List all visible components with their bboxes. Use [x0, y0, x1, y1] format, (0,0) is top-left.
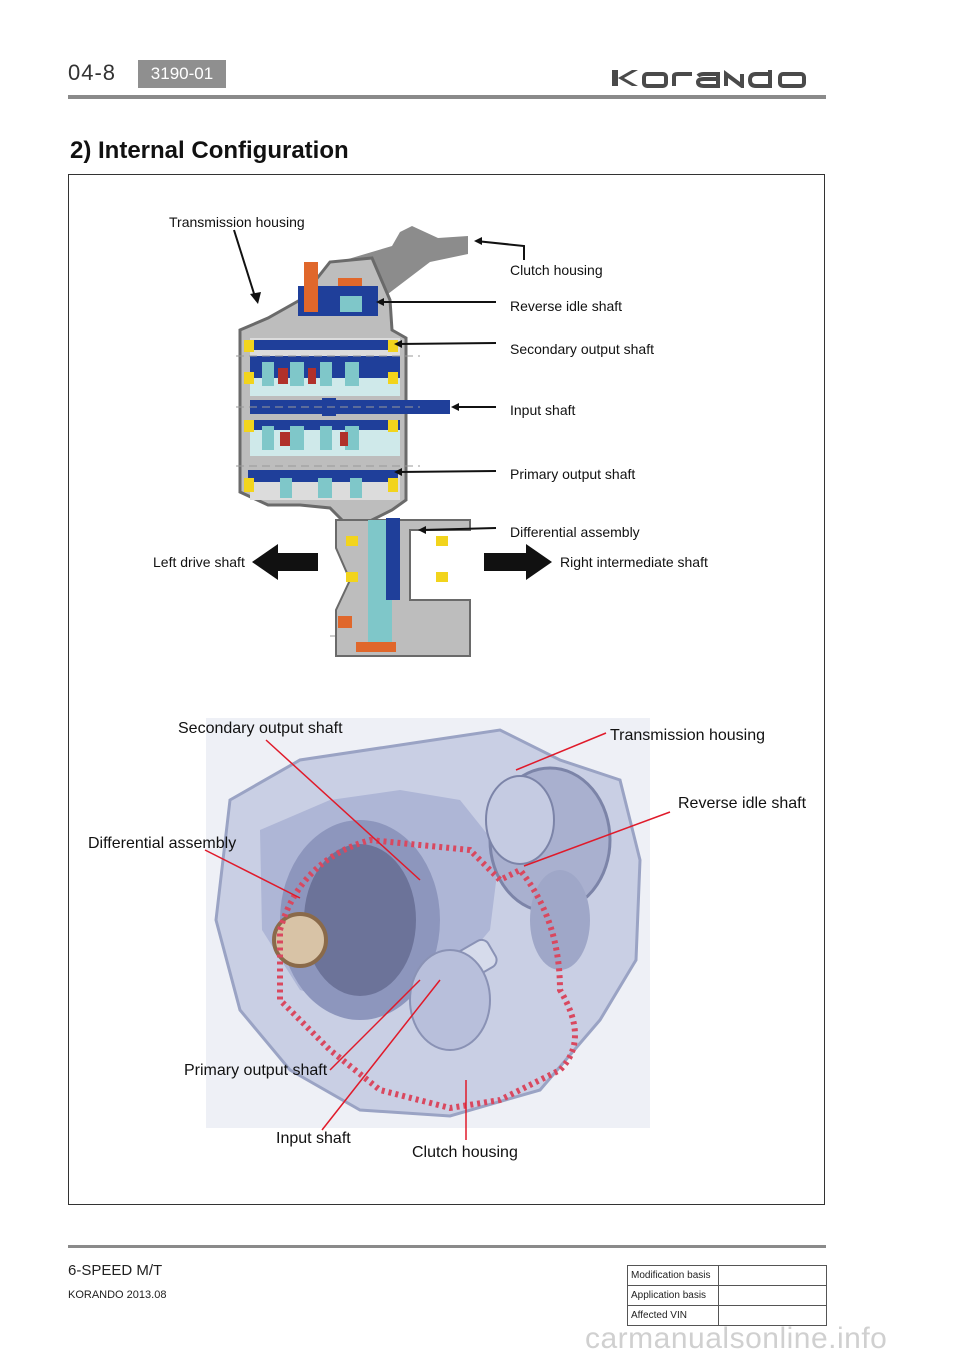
label-transmission-housing: Transmission housing: [169, 214, 305, 230]
table-cell-label: Affected VIN: [627, 1305, 719, 1326]
brand-logo: [612, 68, 826, 93]
label-3d-reverse-idle-shaft: Reverse idle shaft: [678, 795, 807, 812]
page-number: 04-8: [68, 60, 117, 85]
section-title: 2) Internal Configuration: [70, 137, 349, 164]
header-rule: [68, 95, 826, 99]
table-cell-label: Application basis: [627, 1285, 719, 1306]
label-input-shaft: Input shaft: [510, 402, 576, 418]
table-cell-value: [718, 1305, 827, 1326]
label-3d-clutch-housing: Clutch housing: [412, 1144, 518, 1161]
label-differential-assembly: Differential assembly: [510, 524, 640, 540]
label-right-intermediate-shaft: Right intermediate shaft: [560, 554, 708, 570]
left-arrow-icon: [252, 544, 318, 580]
table-row: Affected VIN: [627, 1305, 827, 1326]
section-code-badge: 3190-01: [138, 60, 226, 88]
right-arrow-icon: [484, 544, 552, 580]
modification-table: Modification basis Application basis Aff…: [627, 1265, 827, 1326]
label-3d-input-shaft: Input shaft: [276, 1130, 351, 1147]
table-cell-label: Modification basis: [627, 1265, 719, 1286]
label-3d-secondary-output-shaft: Secondary output shaft: [178, 720, 343, 737]
label-reverse-idle-shaft: Reverse idle shaft: [510, 298, 623, 314]
table-row: Modification basis: [627, 1265, 827, 1286]
transmission-cross-section: [233, 226, 552, 657]
footer-vehicle: KORANDO 2013.08: [68, 1289, 167, 1301]
label-left-drive-shaft: Left drive shaft: [153, 554, 245, 570]
table-row: Application basis: [627, 1285, 827, 1306]
label-primary-output-shaft: Primary output shaft: [510, 466, 636, 482]
label-clutch-housing: Clutch housing: [510, 262, 603, 278]
label-3d-primary-output-shaft: Primary output shaft: [184, 1062, 328, 1079]
label-3d-differential-assembly: Differential assembly: [88, 835, 237, 852]
table-cell-value: [718, 1265, 827, 1286]
footer-model: 6-SPEED M/T: [68, 1262, 163, 1279]
label-3d-transmission-housing: Transmission housing: [610, 727, 766, 744]
transmission-3d-illustration: [204, 718, 671, 1140]
watermark: carmanualsonline.info: [585, 1322, 888, 1355]
table-cell-value: [718, 1285, 827, 1306]
footer-rule: [68, 1245, 826, 1248]
label-secondary-output-shaft: Secondary output shaft: [510, 341, 654, 357]
figure-frame: [68, 174, 825, 1205]
